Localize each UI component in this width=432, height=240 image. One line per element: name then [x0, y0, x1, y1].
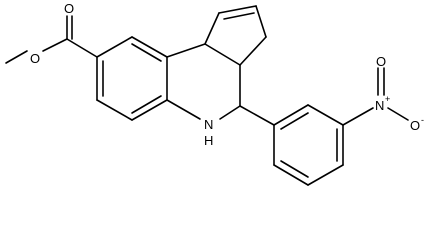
bond-aryl-5-inner [280, 160, 309, 178]
bond-fusion-fusion [204, 43, 241, 66]
bond-aryl-1-inner [280, 112, 309, 130]
nh-hydrogen-label: H [204, 133, 213, 148]
bond-nh-ch [219, 105, 241, 120]
bond-o-carbonyl-c [42, 38, 68, 52]
nitro-oxygen-top-label: O [376, 54, 386, 69]
bond-cp-4 [239, 36, 267, 66]
bond-methyl-o [5, 50, 28, 64]
bond-benzo-2 [96, 99, 133, 121]
bond-benzo-5-inner [131, 43, 162, 62]
bond-ring-nh [166, 99, 201, 120]
bond-cp-3 [255, 5, 267, 38]
bond-cp-2 [218, 5, 257, 14]
bond-cp-2-inner [223, 12, 255, 20]
bond-benzo-6 [96, 36, 133, 58]
bond-benzo-3 [131, 99, 168, 121]
bond-nitro-o-right [387, 107, 409, 121]
bond-aryl-2 [307, 104, 344, 126]
ester-oxygen-label: O [30, 51, 40, 66]
bond-aryl-nitro [342, 107, 374, 126]
nh-nitrogen-label: N [204, 117, 213, 132]
bond-benzo-5 [131, 36, 168, 58]
bond-ch-aryl [239, 105, 275, 126]
bond-group [5, 5, 409, 186]
nitro-nitrogen-charge: + [385, 94, 390, 104]
bond-aryl-5 [273, 164, 309, 186]
nitro-nitrogen-label: N [375, 98, 384, 113]
bond-benzo-3-inner [131, 95, 162, 114]
bond-fusion-aromatic [166, 43, 206, 58]
bond-aryl-1 [273, 104, 309, 126]
bond-aryl-4 [307, 164, 344, 186]
molecule-structure-diagram: O O N H N + O O - [5, 1, 424, 186]
carbonyl-oxygen-label: O [64, 1, 74, 16]
nitro-oxygen-charge: - [421, 115, 424, 125]
bond-carbonyl-ring [66, 38, 98, 58]
nitro-oxygen-right-label: O [410, 118, 420, 133]
bond-cp-1 [204, 12, 220, 45]
